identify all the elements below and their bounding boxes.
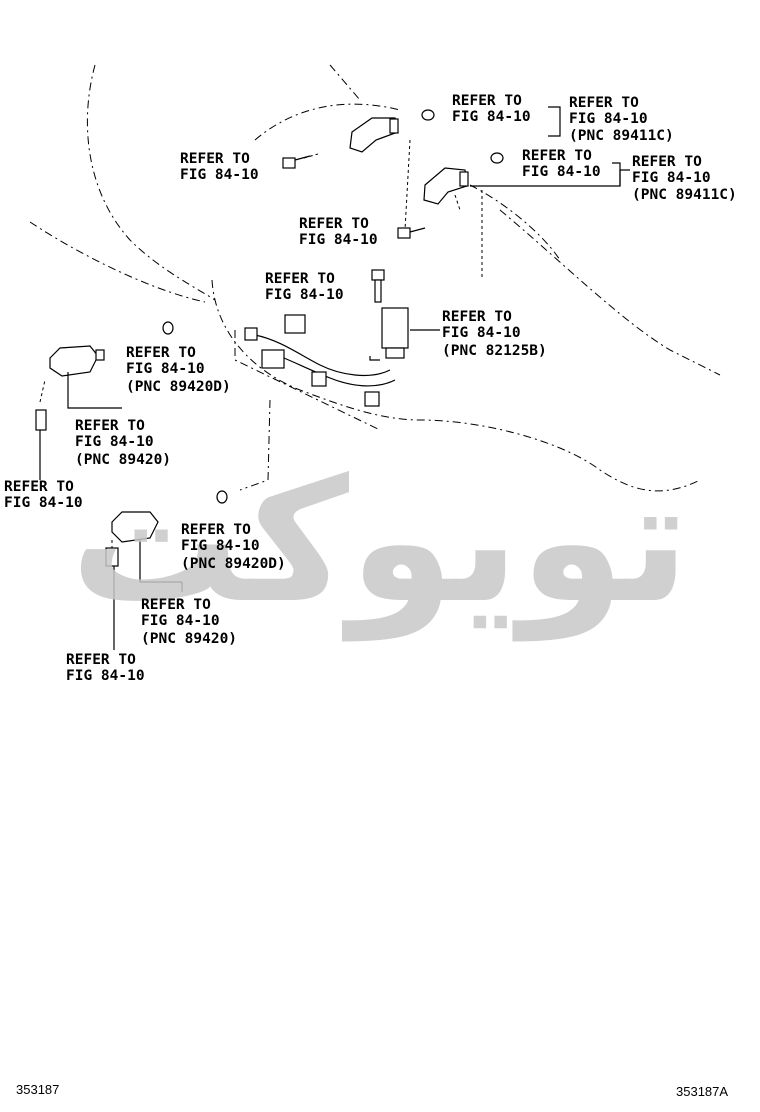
diagram-code-right: 353187A bbox=[676, 1084, 728, 1099]
leader-lines bbox=[39, 106, 630, 650]
cam-position-sensor-lower bbox=[423, 152, 504, 205]
cam-position-sensor-upper bbox=[349, 109, 435, 153]
bolt-vertical bbox=[371, 269, 385, 303]
diagram-code-left: 353187 bbox=[16, 1082, 59, 1097]
bolt-mid bbox=[397, 227, 426, 239]
oil-control-valve-upper bbox=[35, 321, 174, 431]
watermark: تویوکت bbox=[70, 443, 690, 642]
engine-outline bbox=[29, 64, 721, 555]
wire-harness bbox=[244, 307, 409, 407]
oil-control-valve-lower bbox=[105, 490, 228, 567]
bolt-upper-left bbox=[282, 155, 311, 169]
